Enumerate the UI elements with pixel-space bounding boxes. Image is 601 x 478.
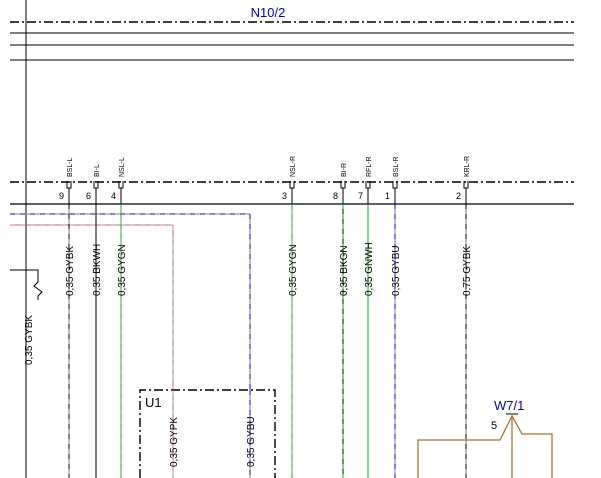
pin-number: 6 bbox=[86, 191, 91, 201]
pin-label: NSL-L bbox=[119, 157, 126, 177]
u1-component: U1 bbox=[139, 389, 276, 478]
wire-label: 0,35 GYGN bbox=[288, 244, 299, 296]
pin-label: BSL-L bbox=[67, 157, 74, 177]
diagram-title: N10/2 bbox=[251, 5, 286, 20]
w7-1-pin-number: 5 bbox=[491, 420, 497, 432]
pin-number: 7 bbox=[358, 191, 363, 201]
wire-label: 0,35 GYGN bbox=[117, 244, 128, 296]
pin-number: 1 bbox=[385, 191, 390, 201]
pin-label: RFL-R bbox=[366, 156, 373, 177]
connector-pin: NSL-R 3 0,35 GYGN bbox=[282, 156, 299, 478]
wire-label: 0,35 GYBK bbox=[65, 246, 76, 296]
wire-label: 0,35 GYBU bbox=[391, 245, 402, 296]
connector-pins: BSL-L 9 0,35 GYBK BI-L 6 0,35 BKWH NSL-L 4 0,35 … bbox=[59, 156, 473, 478]
u1-label: U1 bbox=[145, 395, 162, 410]
wire-label: 0,35 BKGN bbox=[339, 245, 350, 296]
pin-number: 8 bbox=[333, 191, 338, 201]
pin-number: 9 bbox=[59, 191, 64, 201]
u1-wire-label: 0,35 GYPK bbox=[169, 417, 180, 467]
side-wire: 0,35 GYBK bbox=[10, 269, 43, 365]
left-feed-wires bbox=[10, 213, 251, 390]
connector-pin: BI-L 6 0,35 BKWH bbox=[86, 164, 103, 478]
w7-1-label: W7/1 bbox=[494, 398, 524, 413]
pin-number: 3 bbox=[282, 191, 287, 201]
wire-label: 0,75 GYBK bbox=[462, 246, 473, 296]
pin-label: BI-R bbox=[341, 163, 348, 177]
pin-label: KRL-R bbox=[464, 156, 471, 177]
wire-label: 0,35 BKWH bbox=[92, 244, 103, 296]
connector-pin: BSL-L 9 0,35 GYBK bbox=[59, 157, 76, 478]
pin-label: BSL-R bbox=[393, 156, 400, 177]
pin-label: NSL-R bbox=[290, 156, 297, 177]
pin-number: 2 bbox=[456, 191, 461, 201]
w7-1-ground: W7/1 5 bbox=[417, 398, 553, 478]
pin-number: 4 bbox=[111, 191, 116, 201]
connector-pin: NSL-L 4 0,35 GYGN bbox=[111, 157, 128, 478]
connector-pin: RFL-R 7 0,35 GNWH bbox=[358, 156, 375, 478]
connector-pin: KRL-R 2 0,75 GYBK bbox=[456, 156, 473, 478]
u1-wires: 0,35 GYPK 0,35 GYBU bbox=[169, 390, 257, 478]
connector-pin: BI-R 8 0,35 BKGN bbox=[333, 163, 350, 478]
side-wire-label: 0,35 GYBK bbox=[24, 315, 35, 365]
u1-wire-label: 0,35 GYBU bbox=[246, 416, 257, 467]
wire-label: 0,35 GNWH bbox=[364, 242, 375, 296]
pin-label: BI-L bbox=[94, 164, 101, 177]
connector-pin: BSL-R 1 0,35 GYBU bbox=[385, 156, 402, 478]
